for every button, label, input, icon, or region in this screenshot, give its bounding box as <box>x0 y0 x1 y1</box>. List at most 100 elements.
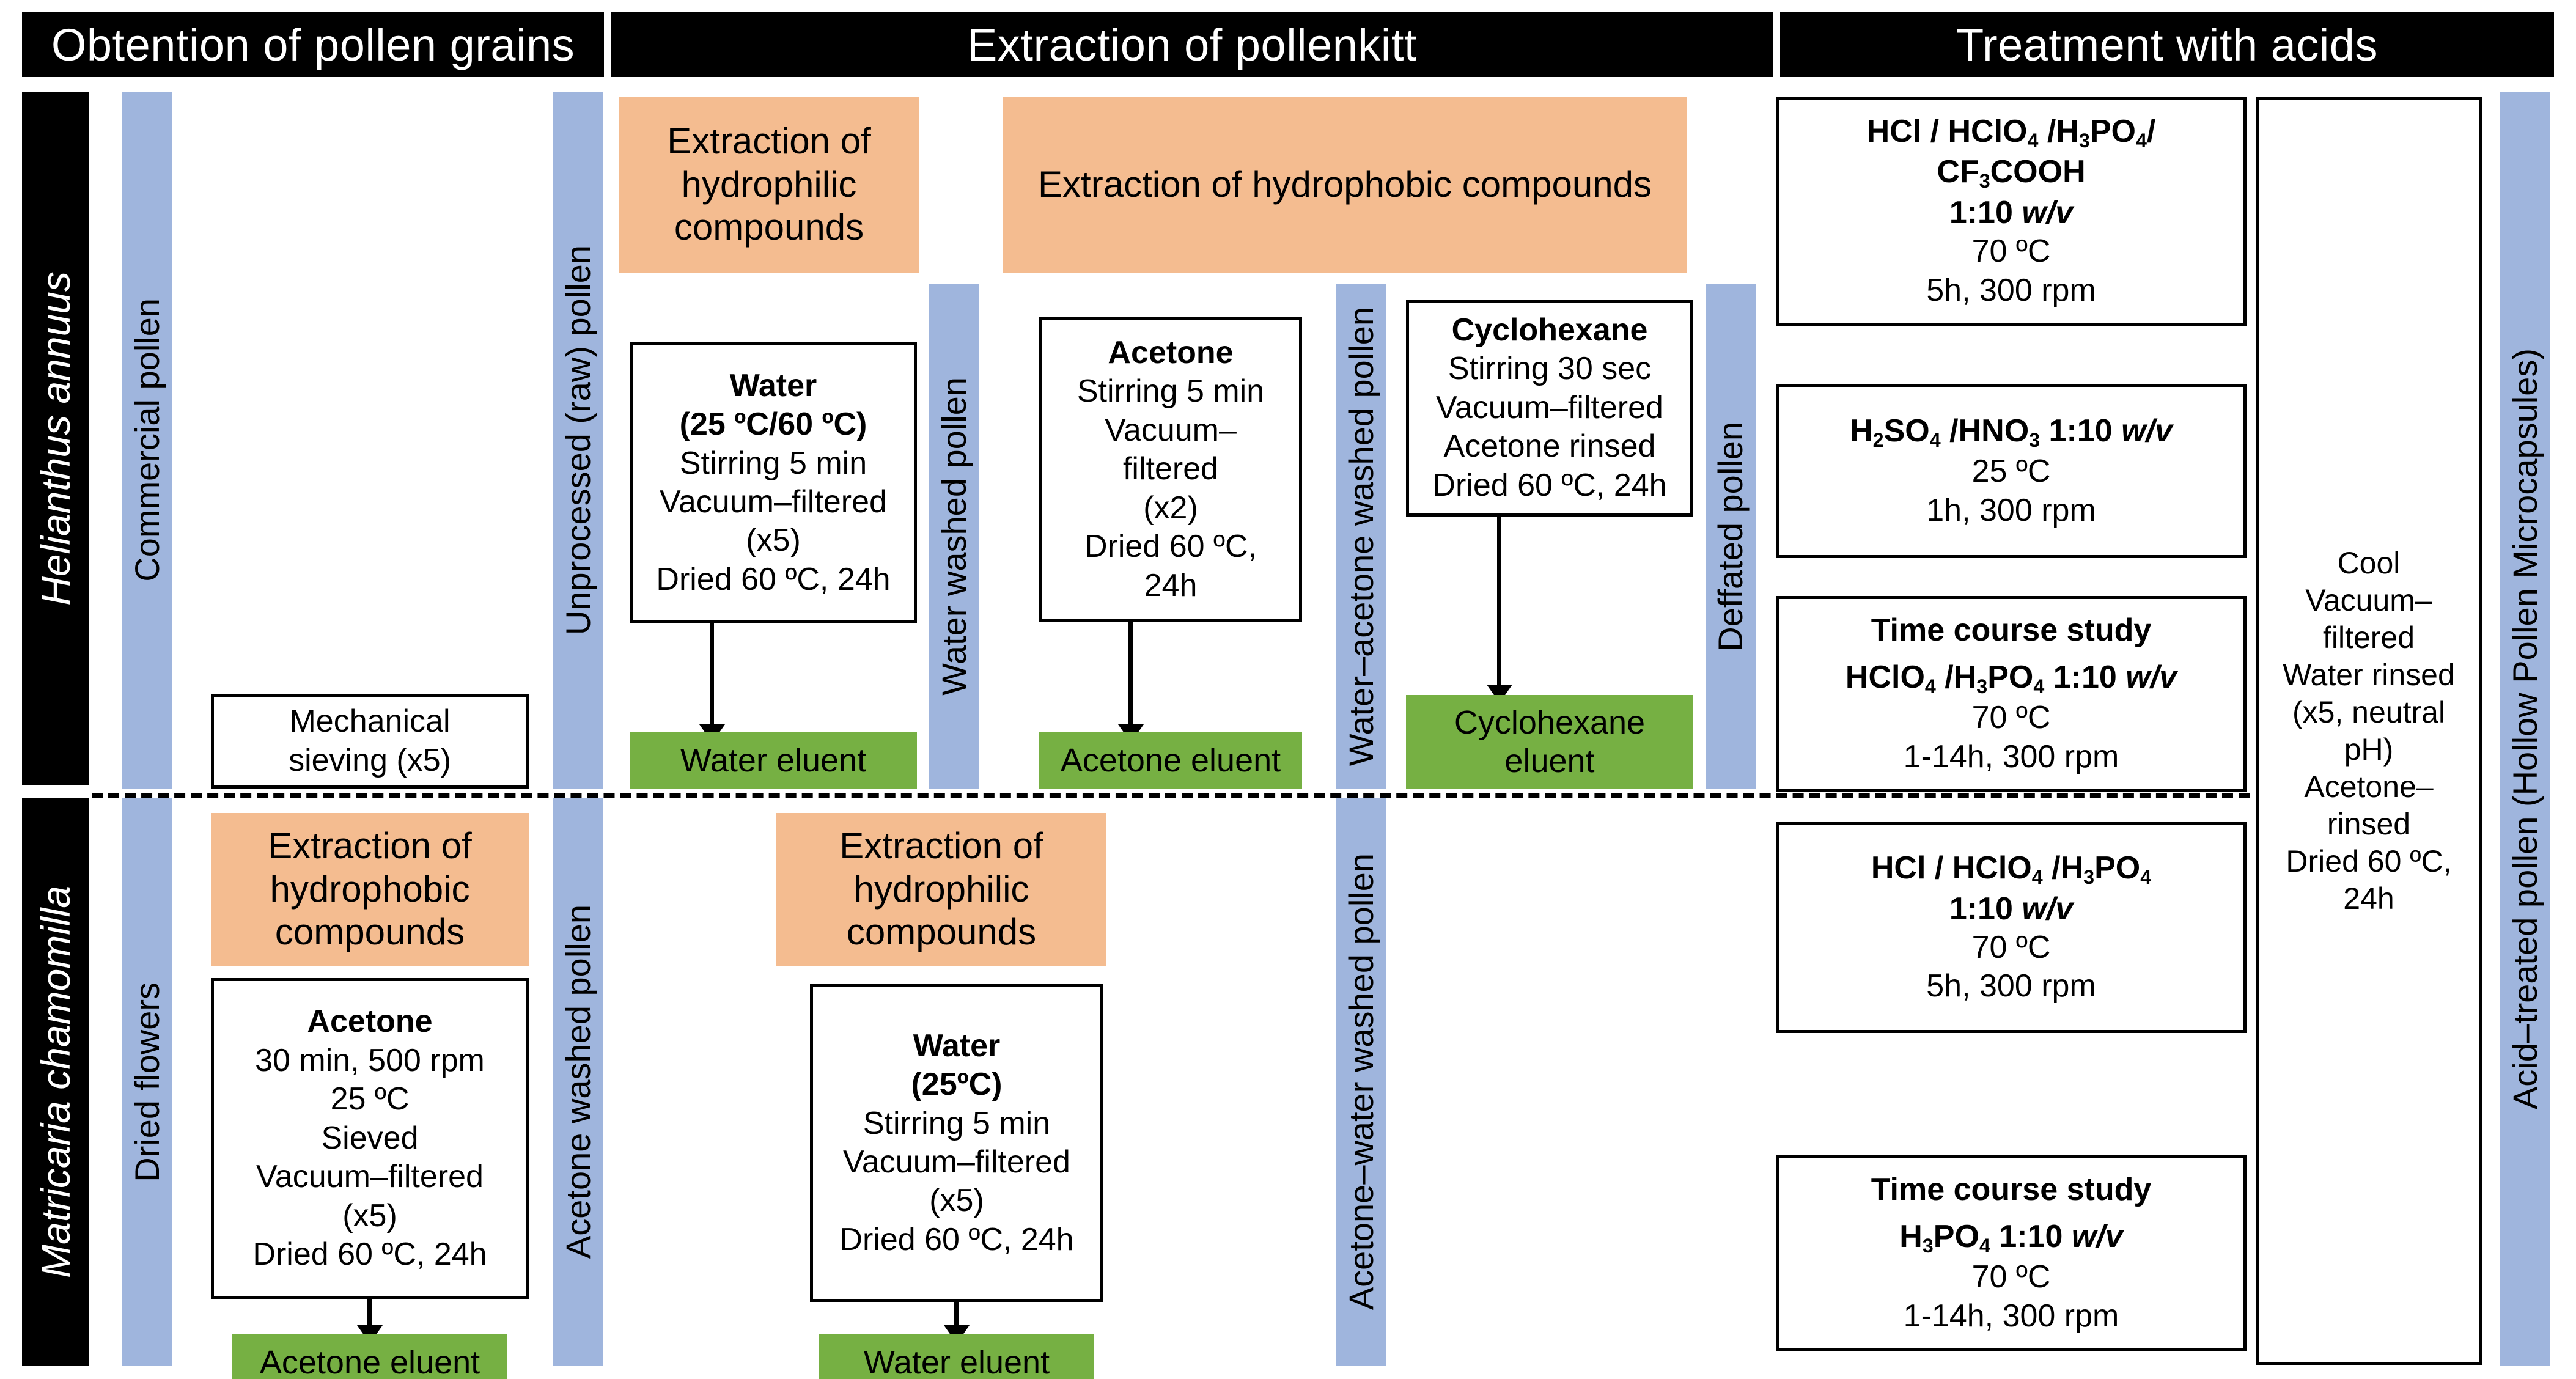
cyclohexane-line-1: Stirring 30 sec <box>1448 351 1652 387</box>
process-box-cool-rinse: Cool Vacuum– filtered Water rinsed (x5, … <box>2256 97 2482 1365</box>
species-label-matricaria: Matricaria chamomilla <box>33 886 78 1278</box>
sieving-line-1: Mechanical <box>289 704 451 740</box>
acid-5-temperature: 70 ºC <box>1971 1259 2051 1295</box>
acid-3-reagent: HClO4 /H3PO4 1:10 w/v <box>1845 660 2177 698</box>
eluent-acetone-bottom: Acetone eluent <box>232 1334 507 1379</box>
acid-3-conditions: 1-14h, 300 rpm <box>1903 738 2119 774</box>
acid-4-conditions: 5h, 300 rpm <box>1926 968 2096 1004</box>
acid-box-1: HCl / HClO4 /H3PO4/ CF3COOH 1:10 w/v 70 … <box>1776 97 2247 326</box>
acid-box-4: HCl / HClO4 /H3PO4 1:10 w/v 70 ºC 5h, 30… <box>1776 822 2247 1033</box>
eluent-water-bottom: Water eluent <box>819 1334 1094 1379</box>
water-top-line-1: Stirring 5 min <box>679 445 867 481</box>
acetone-top-line-3: filtered <box>1122 451 1219 487</box>
acetone-bottom-line-4: Vacuum–filtered <box>256 1159 484 1195</box>
acetone-bottom-title: Acetone <box>307 1004 433 1040</box>
eluent-cyclohexane: Cyclohexane eluent <box>1406 695 1693 789</box>
species-label-helianthus: Helianthus annuus <box>33 271 78 606</box>
state-bar-label: Acid–treated pollen (Hollow Pollen Micro… <box>2506 348 2544 1110</box>
sieving-line-2: sieving (x5) <box>289 742 451 778</box>
state-bar-label: Water–acetone washed pollen <box>1342 306 1380 767</box>
cool-rinse-line-9: Dried 60 ºC, <box>2286 844 2452 878</box>
cool-rinse-line-4: Water rinsed <box>2283 657 2455 692</box>
water-top-title: Water <box>729 367 817 403</box>
process-box-mechanical-sieving: Mechanical sieving (x5) <box>211 694 529 789</box>
species-divider-dashed <box>92 793 2250 798</box>
acid-1-conditions: 5h, 300 rpm <box>1926 272 2096 308</box>
acetone-bottom-line-5: (x5) <box>342 1197 397 1234</box>
arrow-acetone-top <box>1128 622 1133 734</box>
acid-5-conditions: 1-14h, 300 rpm <box>1903 1298 2119 1334</box>
acetone-top-line-2: Vacuum– <box>1105 412 1237 448</box>
header-obtention: Obtention of pollen grains <box>22 12 604 77</box>
stage-banner-hydrophilic-top: Extraction of hydrophilic compounds <box>619 97 919 273</box>
acetone-bottom-line-6: Dried 60 ºC, 24h <box>252 1237 487 1273</box>
acetone-bottom-line-2: 25 ºC <box>330 1081 410 1117</box>
state-bar-acid-treated-pollen: Acid–treated pollen (Hollow Pollen Micro… <box>2500 92 2550 1366</box>
process-box-cyclohexane: Cyclohexane Stirring 30 sec Vacuum–filte… <box>1406 300 1693 517</box>
cyclohexane-line-2: Vacuum–filtered <box>1436 389 1663 425</box>
stage-banner-hydrophilic-bottom: Extraction of hydrophilic compounds <box>776 813 1106 966</box>
water-bottom-line-2: Vacuum–filtered <box>843 1144 1070 1180</box>
state-bar-label: Deffated pollen <box>1711 421 1750 652</box>
acid-4-reagent: HCl / HClO4 /H3PO4 <box>1871 850 2152 889</box>
acetone-top-line-4: (x2) <box>1143 490 1198 526</box>
process-box-acetone-bottom: Acetone 30 min, 500 rpm 25 ºC Sieved Vac… <box>211 978 529 1299</box>
state-bar-acetone-water-washed-pollen: Acetone–water washed pollen <box>1336 798 1386 1366</box>
state-bar-label: Acetone washed pollen <box>559 905 597 1259</box>
acetone-top-line-1: Stirring 5 min <box>1076 373 1265 410</box>
acid-1-reagent-2: CF3COOH <box>1937 154 2086 193</box>
process-box-water-top: Water (25 ºC/60 ºC) Stirring 5 min Vacuu… <box>630 342 917 623</box>
acid-1-temperature: 70 ºC <box>1971 234 2051 270</box>
acid-3-title: Time course study <box>1871 612 2152 648</box>
state-bar-label: Unprocessed (raw) pollen <box>559 245 597 636</box>
state-bar-acetone-washed-pollen: Acetone washed pollen <box>553 798 603 1366</box>
cool-rinse-line-10: 24h <box>2343 881 2394 916</box>
water-bottom-line-4: Dried 60 ºC, 24h <box>839 1221 1074 1257</box>
cyclohexane-line-3: Acetone rinsed <box>1443 428 1656 465</box>
water-bottom-title: Water <box>913 1028 1001 1064</box>
acetone-top-line-6: 24h <box>1144 567 1198 603</box>
water-top-line-2: Vacuum–filtered <box>660 484 887 520</box>
header-acids: Treatment with acids <box>1780 12 2554 77</box>
arrow-water-top <box>710 623 714 734</box>
arrow-acetone-bottom <box>367 1299 372 1336</box>
arrow-water-bottom <box>954 1302 959 1336</box>
acid-1-reagent: HCl / HClO4 /H3PO4/ <box>1866 114 2156 152</box>
water-bottom-line-1: Stirring 5 min <box>863 1105 1051 1141</box>
acid-5-title: Time course study <box>1871 1171 2152 1207</box>
acid-5-reagent: H3PO4 1:10 w/v <box>1899 1219 2123 1257</box>
state-bar-water-washed-pollen: Water washed pollen <box>929 284 979 789</box>
cool-rinse-line-5: (x5, neutral <box>2292 694 2446 729</box>
water-top-subtitle: (25 ºC/60 ºC) <box>679 406 867 443</box>
state-bar-label: Acetone–water washed pollen <box>1342 853 1380 1311</box>
eluent-water-top: Water eluent <box>630 732 917 789</box>
state-bar-deffated-pollen: Deffated pollen <box>1706 284 1756 789</box>
cool-rinse-line-7: Acetone– <box>2304 769 2434 804</box>
process-box-water-bottom: Water (25ºC) Stirring 5 min Vacuum–filte… <box>810 984 1103 1302</box>
state-bar-unprocessed-raw-pollen: Unprocessed (raw) pollen <box>553 92 603 789</box>
process-box-acetone-top: Acetone Stirring 5 min Vacuum– filtered … <box>1039 317 1302 622</box>
cyclohexane-title: Cyclohexane <box>1451 312 1648 348</box>
acid-3-temperature: 70 ºC <box>1971 700 2051 736</box>
acid-box-3: Time course study HClO4 /H3PO4 1:10 w/v … <box>1776 596 2247 792</box>
header-extraction: Extraction of pollenkitt <box>611 12 1773 77</box>
cool-rinse-line-2: Vacuum– <box>2305 583 2432 617</box>
cyclohexane-line-4: Dried 60 ºC, 24h <box>1432 467 1667 503</box>
water-bottom-line-3: (x5) <box>929 1183 984 1219</box>
acetone-bottom-line-1: 30 min, 500 rpm <box>255 1042 485 1078</box>
acid-1-ratio: 1:10 w/v <box>1949 194 2074 230</box>
acid-4-ratio: 1:10 w/v <box>1949 891 2074 927</box>
species-bar-matricaria: Matricaria chamomilla <box>22 798 89 1366</box>
acid-2-temperature: 25 ºC <box>1971 454 2051 490</box>
cool-rinse-line-6: pH) <box>2344 732 2394 767</box>
cool-rinse-line-8: rinsed <box>2327 806 2411 841</box>
acid-4-temperature: 70 ºC <box>1971 929 2051 965</box>
state-bar-label: Dried flowers <box>128 982 166 1182</box>
acid-2-reagent: H2SO4 /HNO3 1:10 w/v <box>1850 413 2173 451</box>
acid-box-2: H2SO4 /HNO3 1:10 w/v 25 ºC 1h, 300 rpm <box>1776 384 2247 558</box>
water-top-line-3: (x5) <box>746 523 801 559</box>
cool-rinse-line-3: filtered <box>2322 620 2415 655</box>
state-bar-label: Water washed pollen <box>935 377 973 696</box>
state-bar-water-acetone-washed-pollen: Water–acetone washed pollen <box>1336 284 1386 789</box>
